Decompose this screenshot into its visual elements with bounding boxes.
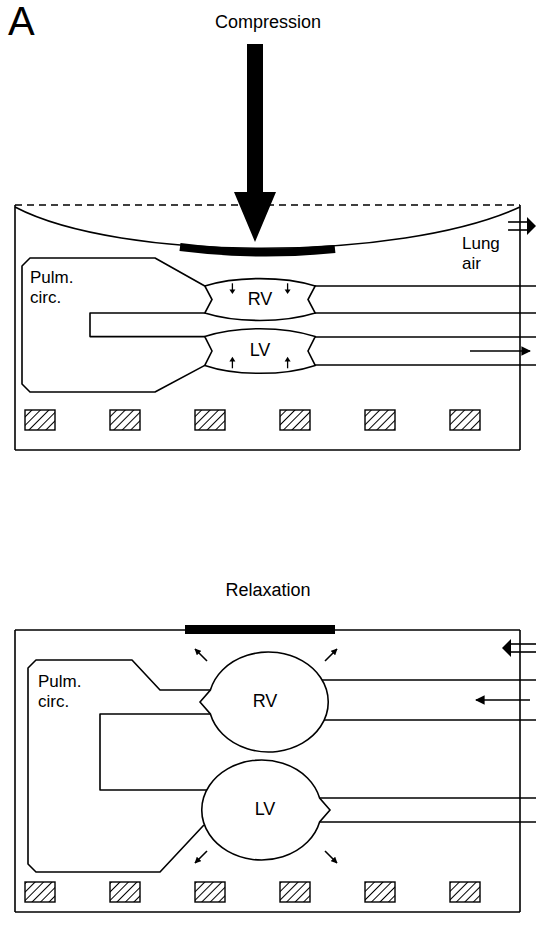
right-ventricle: RV <box>200 277 320 322</box>
vertebra <box>365 410 395 430</box>
thorax-wall <box>15 911 520 913</box>
airway-wall <box>508 229 528 231</box>
airflow-label: Lung air <box>462 234 508 273</box>
vessel-wall <box>315 336 536 338</box>
squeeze-arrow <box>229 283 235 294</box>
vertebra <box>25 882 55 902</box>
air-arrow-head <box>527 217 536 235</box>
ventricle-wall <box>205 279 315 321</box>
compression-arrow <box>234 44 276 242</box>
vertebra <box>195 410 225 430</box>
sternum <box>185 625 335 634</box>
ventricle-wall <box>202 760 330 860</box>
chamber-label: LV <box>255 800 276 820</box>
panel-letter: A <box>8 0 68 44</box>
compressed-chest-wall <box>15 207 520 248</box>
region-label: Pulm. circ. <box>38 672 92 711</box>
vertebra <box>365 882 395 902</box>
vertebra <box>25 410 55 430</box>
thorax-wall <box>15 449 520 451</box>
airway-wall <box>508 221 528 223</box>
thorax-wall <box>14 630 16 912</box>
vessel-wall <box>323 719 536 721</box>
squeeze-arrow-shaft <box>232 361 233 369</box>
squeeze-arrow-head <box>285 290 291 295</box>
squeeze-arrow-shaft <box>232 283 233 290</box>
phase-title: Relaxation <box>168 580 368 601</box>
vessel-wall <box>321 679 536 681</box>
vessel-wall <box>315 285 536 287</box>
expansion-arrow <box>325 851 337 863</box>
squeeze-arrow-head <box>229 290 235 295</box>
vessel-wall <box>320 821 536 823</box>
vertebra <box>280 882 310 902</box>
left-ventricle: LV <box>200 760 330 860</box>
squeeze-arrow-shaft <box>287 283 288 290</box>
vertebra <box>110 882 140 902</box>
vessel-wall <box>22 258 205 392</box>
thorax-wall <box>14 205 16 450</box>
vessel-wall <box>320 797 536 799</box>
vessel-wall <box>100 714 210 790</box>
region-label: Pulm. circ. <box>30 268 84 307</box>
squeeze-arrow <box>285 357 291 369</box>
vertebra <box>195 882 225 902</box>
ventricle-wall <box>205 329 315 374</box>
airway-wall <box>510 651 536 653</box>
vessel-wall <box>28 660 210 872</box>
chamber-label: LV <box>250 341 271 361</box>
vertebra <box>450 882 480 902</box>
expansion-arrow <box>195 851 207 863</box>
squeeze-arrow-head <box>285 357 291 362</box>
thorax-wall <box>519 630 521 912</box>
squeeze-arrow <box>285 283 291 294</box>
squeeze-arrow-head <box>229 357 235 362</box>
phase-title: Compression <box>168 12 368 33</box>
vertebra <box>450 410 480 430</box>
squeeze-arrow <box>229 357 235 369</box>
left-ventricle: LV <box>200 327 320 375</box>
right-ventricle: RV <box>200 652 330 752</box>
chamber-label: RV <box>248 290 273 310</box>
airway-wall <box>510 643 536 645</box>
thorax-wall <box>519 205 521 450</box>
ventricle-wall <box>200 652 328 752</box>
flow-arrow <box>470 350 530 352</box>
pulmonary-vessel <box>22 258 205 392</box>
vessel-wall <box>315 364 536 366</box>
chamber-label: RV <box>253 692 278 712</box>
expansion-arrow <box>195 649 207 661</box>
pulmonary-vessel <box>28 660 210 872</box>
sternum <box>180 247 335 253</box>
vessel-wall <box>315 312 536 314</box>
air-arrow-head <box>502 639 511 657</box>
expansion-arrow <box>325 649 337 661</box>
flow-arrow <box>476 699 530 701</box>
vertebra <box>280 410 310 430</box>
vertebra <box>110 410 140 430</box>
squeeze-arrow-shaft <box>287 361 288 369</box>
vessel-wall <box>90 313 205 337</box>
